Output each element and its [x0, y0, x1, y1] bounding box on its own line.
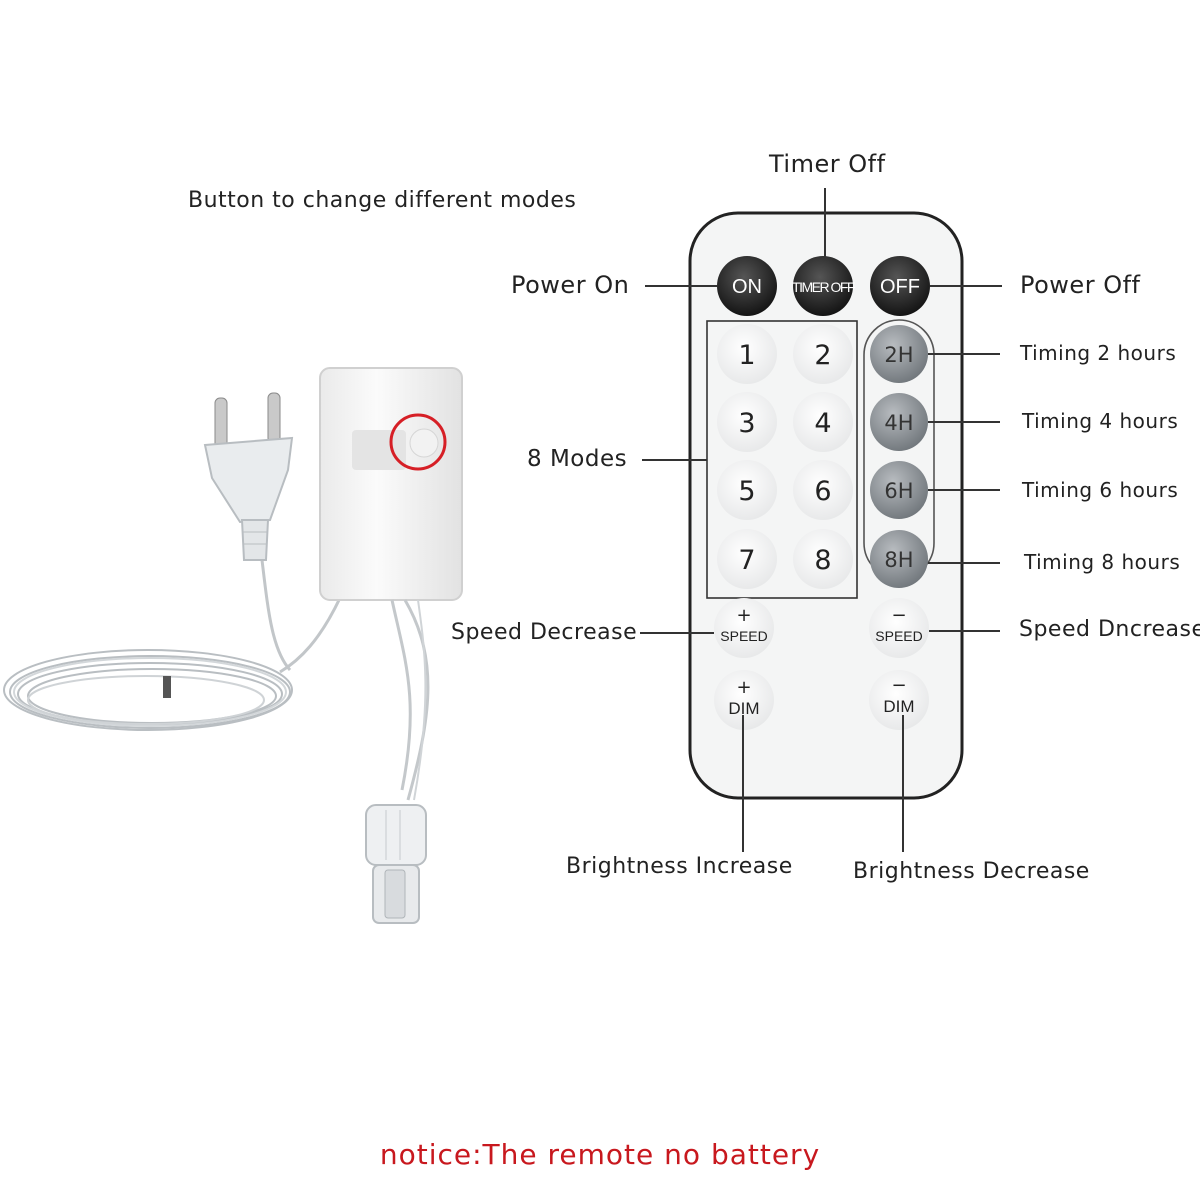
timing-4-hours-label: Timing 4 hours: [1022, 409, 1179, 433]
brightness-increase-label: Brightness Increase: [566, 854, 793, 879]
mode-label: 7: [738, 545, 755, 576]
timer-label: 6H: [884, 479, 913, 503]
coiled-cable: [3, 649, 293, 731]
dim-plus-button[interactable]: + DIM: [714, 670, 774, 730]
mode-label: 6: [814, 476, 831, 507]
timer-8h-button[interactable]: 8H: [870, 530, 928, 588]
plus-label: +: [736, 605, 751, 626]
speed-label: SPEED: [875, 628, 922, 644]
speed-minus-button[interactable]: − SPEED: [869, 598, 929, 658]
mode-label: 1: [738, 340, 755, 371]
notice-text: notice:The remote no battery: [379, 1138, 821, 1171]
mode-button-4[interactable]: 4: [793, 392, 853, 452]
plus-label: +: [736, 677, 751, 698]
dim-label: DIM: [728, 699, 759, 718]
on-button[interactable]: ON: [717, 256, 777, 316]
dim-label: DIM: [883, 697, 914, 716]
mode-label: 8: [814, 545, 831, 576]
timer-label: 4H: [884, 411, 913, 435]
speed-decrease-label: Speed Decrease: [451, 620, 638, 645]
mode-button-5[interactable]: 5: [717, 460, 777, 520]
off-button[interactable]: OFF: [870, 256, 930, 316]
power-on-label: Power On: [511, 271, 630, 299]
mode-button-highlight: [389, 413, 447, 471]
timer-4h-button[interactable]: 4H: [870, 393, 928, 451]
off-button-label: OFF: [880, 276, 920, 298]
controller-box: [319, 367, 463, 601]
mode-label: 4: [814, 408, 831, 439]
mode-button-caption: Button to change different modes: [188, 188, 577, 213]
speed-label: SPEED: [720, 628, 767, 644]
callout-lines: [640, 188, 1002, 852]
timer-2h-button[interactable]: 2H: [870, 325, 928, 383]
mode-button-7[interactable]: 7: [717, 529, 777, 589]
mode-button-6[interactable]: 6: [793, 460, 853, 520]
on-button-label: ON: [732, 276, 762, 298]
timing-2-hours-label: Timing 2 hours: [1020, 341, 1177, 365]
timer-label: 8H: [884, 548, 913, 572]
eight-modes-label: 8 Modes: [527, 446, 628, 472]
power-off-label: Power Off: [1020, 271, 1141, 299]
timer-off-label: Timer Off: [769, 150, 886, 178]
minus-label: −: [891, 605, 906, 626]
mode-label: 5: [738, 476, 755, 507]
timing-8-hours-label: Timing 8 hours: [1024, 550, 1181, 574]
mode-label: 3: [738, 408, 755, 439]
mode-button-3[interactable]: 3: [717, 392, 777, 452]
eu-plug: [203, 392, 294, 561]
timer-6h-button[interactable]: 6H: [870, 461, 928, 519]
minus-label: −: [891, 675, 906, 696]
output-connector: [365, 599, 430, 924]
mode-label: 2: [814, 340, 831, 371]
controller-assembly: [3, 367, 463, 924]
remote-control: ON TIMER OFF OFF 1 2 3 4 5 6 7 8 2H 4H 6…: [688, 211, 964, 800]
mode-button-8[interactable]: 8: [793, 529, 853, 589]
timing-6-hours-label: Timing 6 hours: [1022, 478, 1179, 502]
mode-button-2[interactable]: 2: [793, 324, 853, 384]
speed-increase-label: Speed Dncrease: [1019, 617, 1200, 642]
timer-off-button-label: TIMER OFF: [792, 279, 855, 295]
brightness-decrease-label: Brightness Decrease: [853, 859, 1090, 884]
plug-cord: [260, 559, 292, 672]
timer-off-button[interactable]: TIMER OFF: [792, 256, 856, 316]
dim-minus-button[interactable]: − DIM: [869, 670, 929, 730]
speed-plus-button[interactable]: + SPEED: [714, 598, 774, 658]
cable-tie: [163, 676, 171, 698]
mode-button-1[interactable]: 1: [717, 324, 777, 384]
timer-label: 2H: [884, 343, 913, 367]
